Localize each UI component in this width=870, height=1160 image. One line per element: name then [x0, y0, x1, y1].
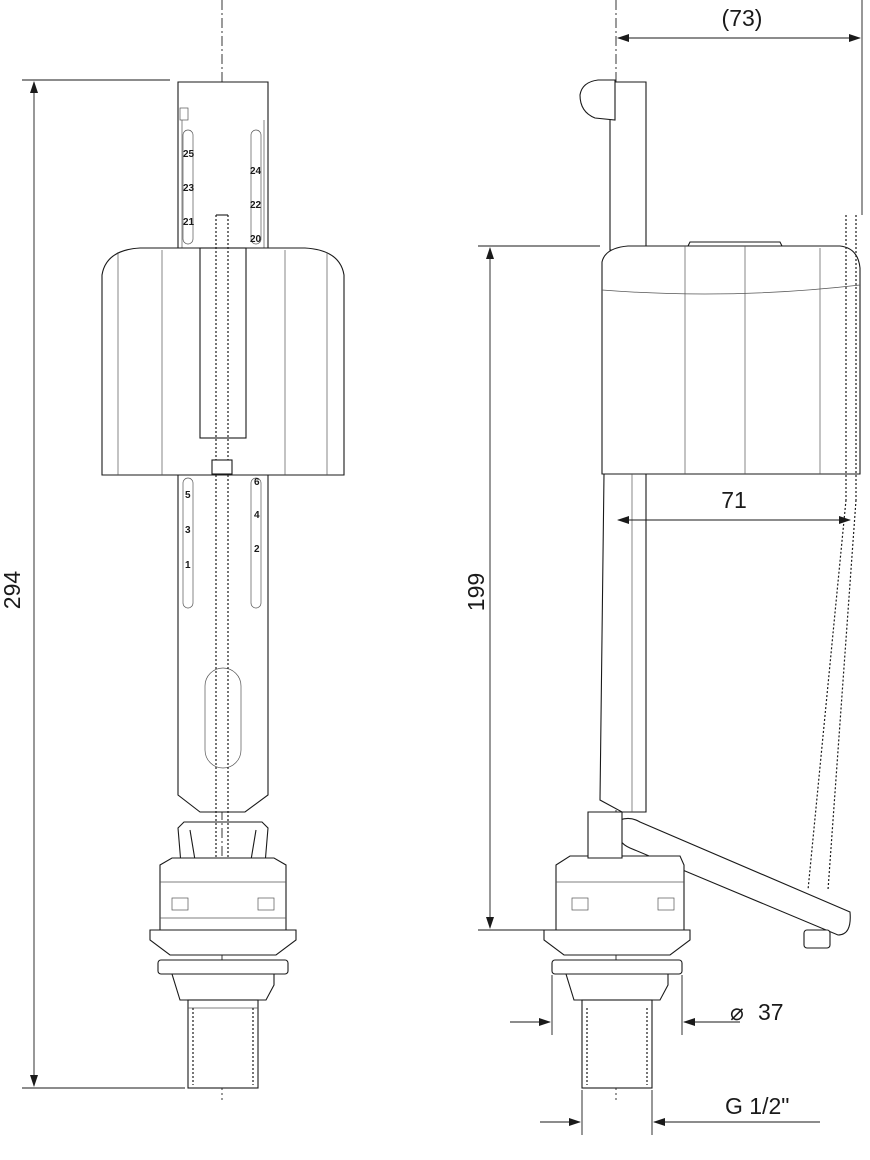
scale-upper-right-2: 22: [250, 200, 262, 211]
scale-upper-left-3: 21: [183, 217, 195, 228]
scale-lower-right-3: 2: [254, 544, 260, 555]
side-view: [543, 0, 861, 1100]
label-float-offset: 71: [721, 487, 747, 513]
scale-lower-left-1: 5: [185, 490, 191, 501]
scale-upper-right-3: 20: [250, 234, 262, 245]
scale-upper-right-1: 24: [250, 166, 262, 177]
scale-upper-left-1: 25: [183, 149, 195, 160]
label-thread-size: G 1/2": [725, 1093, 789, 1119]
dimension-float-height: 199: [463, 245, 600, 931]
label-total-height: 294: [0, 571, 25, 610]
scale-lower-left-2: 3: [185, 525, 191, 536]
dimension-base-diameter: ⌀ 37: [510, 975, 784, 1035]
scale-lower-right-1: 6: [254, 477, 260, 488]
label-overall-width: (73): [722, 5, 763, 31]
front-view: [101, 0, 345, 1100]
scale-lower-left-3: 1: [185, 560, 191, 571]
diameter-symbol: ⌀: [730, 999, 744, 1025]
label-float-height: 199: [463, 573, 489, 611]
scale-upper-left-2: 23: [183, 183, 195, 194]
dimension-total-height: 294: [0, 79, 185, 1089]
scale-lower-right-2: 4: [254, 510, 260, 521]
dimension-thread-size: G 1/2": [540, 1090, 820, 1135]
label-base-diameter: 37: [758, 999, 784, 1025]
scale-markings: 25 23 21 24 22 20 5 3 1 6 4 2: [183, 149, 262, 571]
dimension-overall-width: (73): [617, 0, 863, 215]
dimension-float-offset: 71: [617, 487, 851, 524]
